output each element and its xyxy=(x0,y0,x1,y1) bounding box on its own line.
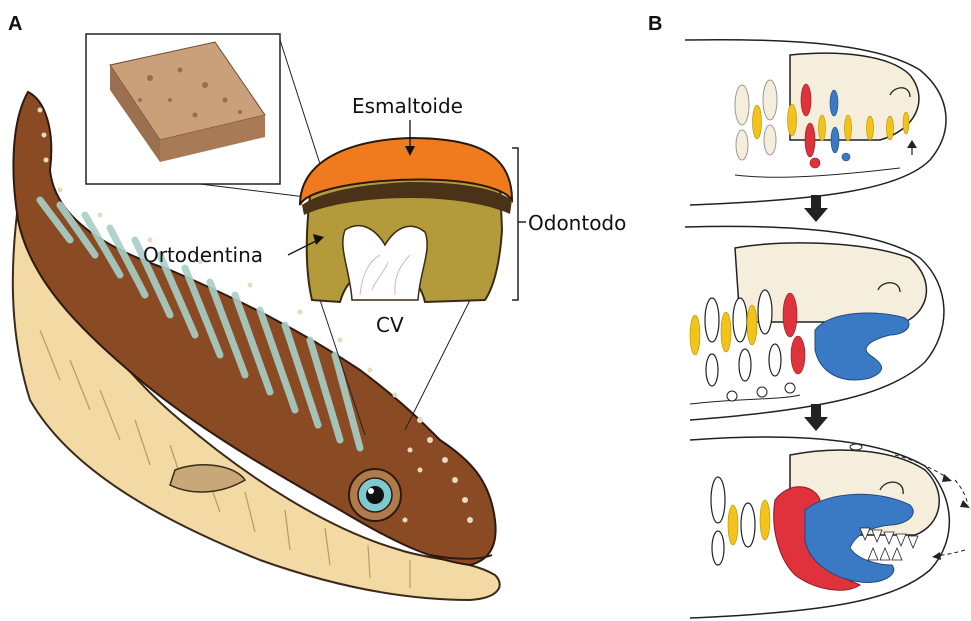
panel-a: A xyxy=(8,13,626,600)
jaw-stage-1 xyxy=(685,40,946,205)
jaw-stage-3 xyxy=(690,437,970,618)
panel-b: B xyxy=(648,13,970,618)
scale-inset xyxy=(86,34,280,184)
odontode-section xyxy=(300,138,526,302)
label-odontode: Odontodo xyxy=(528,211,626,235)
jaw-stage-2 xyxy=(685,226,944,420)
label-orthodentine: Ortodentina xyxy=(143,243,263,267)
label-vascular-cavity: CV xyxy=(376,313,404,337)
panel-a-letter: A xyxy=(8,13,22,35)
odontode-bracket xyxy=(512,148,518,300)
panel-b-letter: B xyxy=(648,13,662,35)
stage-arrow-1 xyxy=(804,195,828,222)
mandibular-arch-blue-2 xyxy=(815,313,909,380)
zoom-line-right xyxy=(405,300,470,430)
label-enameloid: Esmaltoide xyxy=(352,94,463,118)
stage-arrow-2 xyxy=(804,404,828,431)
fish-eye xyxy=(349,469,401,521)
